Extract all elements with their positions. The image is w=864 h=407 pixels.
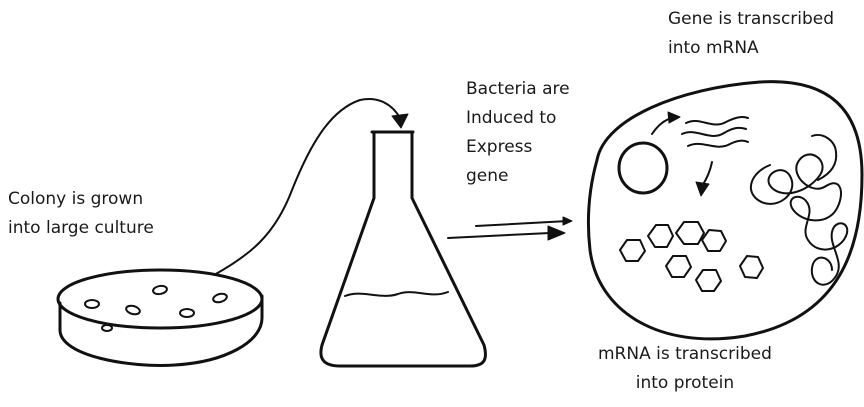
gene-transcribed-label: Gene is transcribed into mRNA xyxy=(668,5,834,63)
colony-label: Colony is grown into large culture xyxy=(8,185,154,243)
curved-arrow-icon xyxy=(214,99,408,275)
colony-label-line-1: Colony is grown xyxy=(8,185,154,214)
colony-label-line-2: into large culture xyxy=(8,214,154,243)
bacteria-label-line-2: Induced to xyxy=(466,104,570,133)
plasmid-icon xyxy=(619,143,667,193)
bacteria-label: Bacteria are Induced to Express gene xyxy=(466,75,570,191)
bacteria-label-line-1: Bacteria are xyxy=(466,75,570,104)
chromosome-icon xyxy=(751,135,847,285)
bacterial-cell-icon xyxy=(588,82,862,339)
gene-label-line-2: into mRNA xyxy=(668,34,834,63)
mrna-protein-label: mRNA is transcribed into protein xyxy=(598,340,772,398)
bacteria-label-line-3: Express xyxy=(466,133,570,162)
mrna-label-line-2: into protein xyxy=(598,369,772,398)
petri-dish-icon xyxy=(58,270,262,365)
straight-arrow-icon xyxy=(448,217,572,240)
gene-label-line-1: Gene is transcribed xyxy=(668,5,834,34)
mrna-icon xyxy=(682,117,748,147)
erlenmeyer-flask-icon xyxy=(321,132,486,366)
bacteria-label-line-4: gene xyxy=(466,162,570,191)
mrna-label-line-1: mRNA is transcribed xyxy=(598,340,772,369)
protein-icon xyxy=(620,222,763,291)
